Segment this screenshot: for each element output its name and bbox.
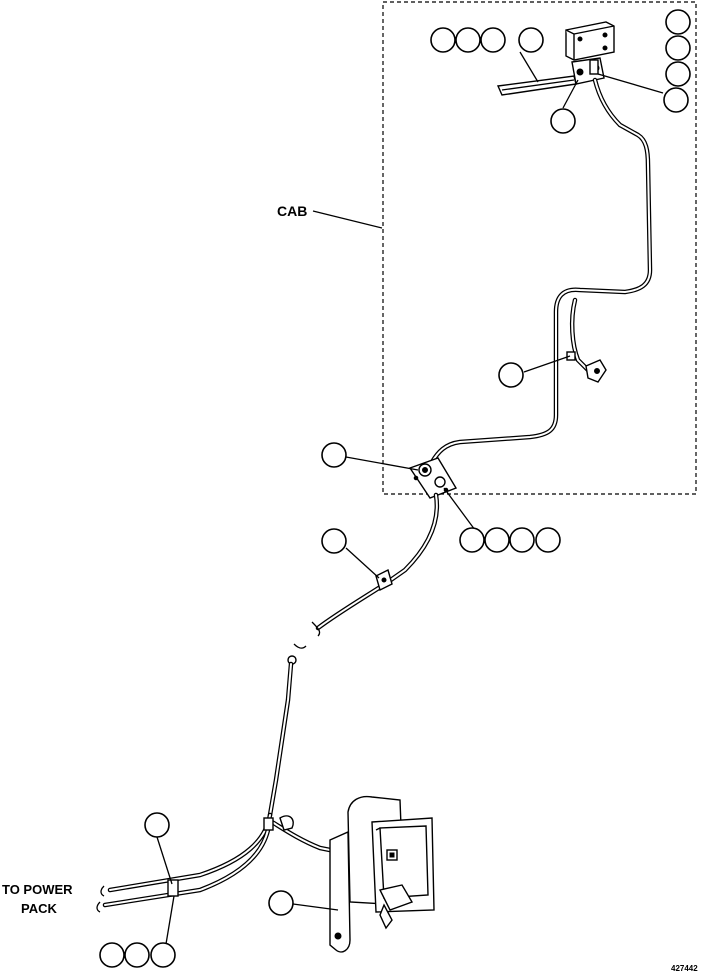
callout-balloon [665, 35, 691, 61]
mounting-bracket [496, 57, 605, 96]
callout-balloon [321, 442, 347, 468]
callout-balloon [480, 27, 506, 53]
bulkhead-connector [408, 457, 458, 499]
callout-balloon [268, 890, 294, 916]
callout-balloon [321, 528, 347, 554]
to-power-pack-label-line2: PACK [21, 901, 57, 916]
callout-group-middle [459, 527, 561, 553]
callout-balloon [665, 61, 691, 87]
callout-balloon [663, 87, 689, 113]
callout-group-top-left [430, 27, 544, 53]
small-connector [566, 351, 607, 383]
callout-balloon [430, 27, 456, 53]
cab-harness [429, 77, 653, 465]
power-pack-enclosure [329, 795, 435, 953]
callout-group-top-right [663, 9, 691, 113]
callout-balloon [144, 812, 170, 838]
to-power-pack-label-line1: TO POWER [2, 882, 73, 897]
cab-boundary [382, 1, 697, 495]
control-module [565, 21, 615, 61]
callout-balloon [550, 108, 576, 134]
callout-balloon [124, 942, 150, 968]
callout-group-bottom [99, 942, 176, 968]
callout-balloon [99, 942, 125, 968]
callout-balloon [518, 27, 544, 53]
callout-balloon [535, 527, 561, 553]
callout-balloon [459, 527, 485, 553]
callout-balloon [455, 27, 481, 53]
cab-leader [312, 210, 383, 229]
leader-lines [156, 51, 664, 945]
harness-clamp [375, 568, 393, 592]
figure-number: 427442 [671, 964, 698, 972]
callout-balloon [484, 527, 510, 553]
exterior-harness-lower [96, 655, 343, 913]
callout-balloon [665, 9, 691, 35]
cab-label: CAB [277, 203, 307, 219]
callout-balloon [509, 527, 535, 553]
harness-tie [167, 815, 294, 897]
callout-balloon [150, 942, 176, 968]
exterior-harness-upper [293, 492, 440, 649]
callout-balloon [498, 362, 524, 388]
